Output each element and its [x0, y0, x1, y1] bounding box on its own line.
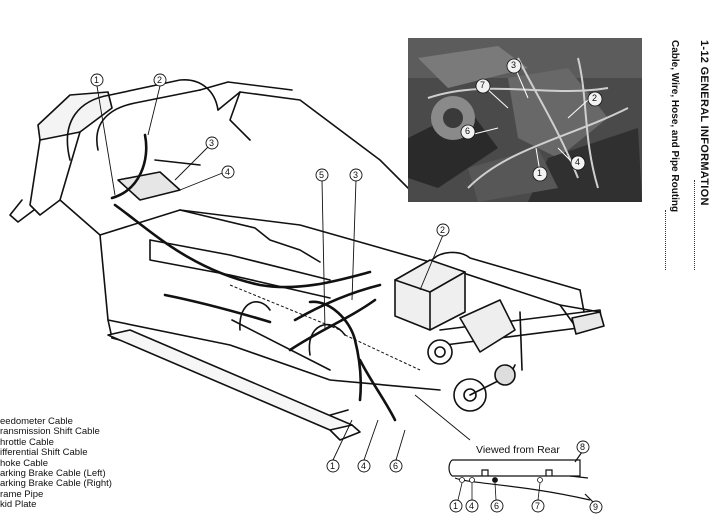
- engine-photo-image: [408, 38, 642, 202]
- legend-item: ransmission Shift Cable: [0, 426, 100, 438]
- rear-view-label: Viewed from Rear: [476, 444, 560, 456]
- photo-callout: 3: [511, 60, 517, 70]
- callout-number: 5: [319, 170, 325, 180]
- callout-number: 9: [593, 502, 599, 512]
- callout-number: 8: [580, 442, 586, 452]
- legend-item: hrottle Cable: [0, 436, 54, 448]
- callout-number: 6: [393, 461, 399, 471]
- legend-item: ifferential Shift Cable: [0, 447, 88, 459]
- photo-callout: 6: [465, 126, 471, 136]
- callout-number: 3: [209, 138, 215, 148]
- legend-item: arking Brake Cable (Right): [0, 478, 112, 490]
- header-dotted-rule: [694, 180, 695, 270]
- photo-callout: 2: [592, 93, 598, 103]
- legend-item: eedometer Cable: [0, 416, 73, 427]
- page-header: 1-12 GENERAL INFORMATION: [698, 40, 710, 206]
- photo-callout: 7: [480, 80, 486, 90]
- callout-number: 4: [469, 501, 475, 511]
- callout-number: 4: [225, 167, 231, 177]
- callout-number: 7: [535, 501, 541, 511]
- photo-callout: 1: [537, 168, 543, 178]
- section-title: Cable, Wire, Hose, and Pipe Routing: [669, 40, 680, 213]
- photo-callout: 4: [575, 157, 581, 167]
- callout-number: 6: [494, 501, 500, 511]
- callout-number: 4: [361, 461, 367, 471]
- callout-number: 2: [157, 75, 163, 85]
- callout-number: 1: [94, 75, 100, 85]
- legend-item: arking Brake Cable (Left): [0, 467, 106, 479]
- engine-photo: [408, 38, 642, 202]
- legend-item: rame Pipe: [0, 488, 44, 500]
- legend-item: kid Plate: [0, 499, 37, 511]
- parts-legend: eedometer Cable ransmission Shift Cable …: [0, 416, 112, 511]
- section-dotted-rule: [665, 210, 666, 270]
- callout-number: 1: [330, 461, 336, 471]
- callout-number: 3: [353, 170, 359, 180]
- callout-number: 1: [453, 501, 459, 511]
- callout-number: 2: [440, 225, 446, 235]
- legend-item: hoke Cable: [0, 457, 49, 469]
